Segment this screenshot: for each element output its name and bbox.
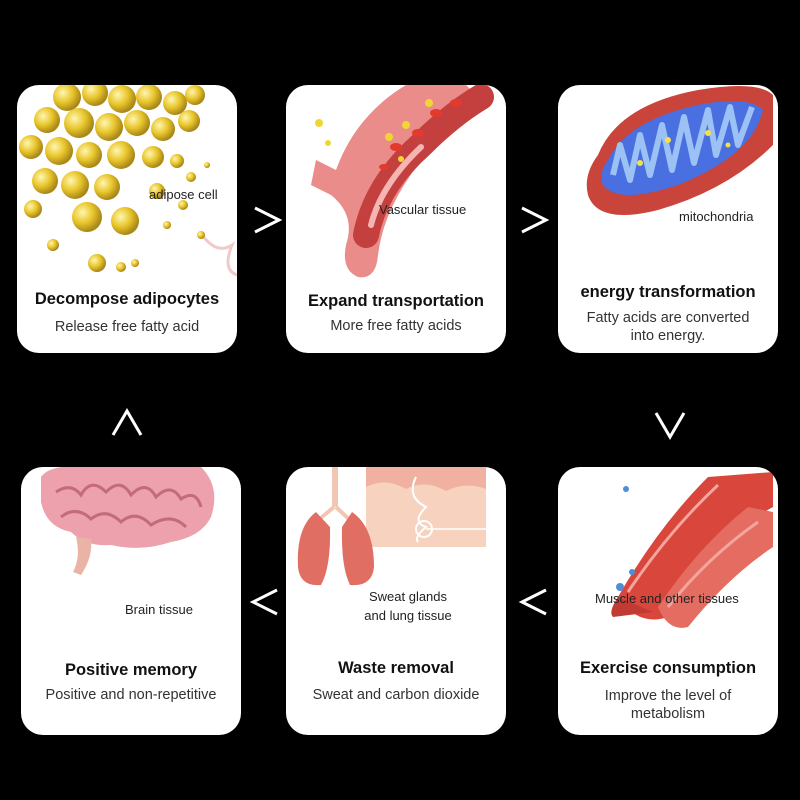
sweat-glands-label: Sweat glands and lung tissue (364, 589, 452, 623)
chevron-right-icon (521, 206, 550, 234)
card-title: Expand transportation (307, 292, 484, 310)
blood-vessel-illustration (311, 85, 494, 278)
card-title: Waste removal (338, 659, 454, 677)
chevron-left-icon (518, 588, 547, 616)
brain-tissue-label: Brain tissue (125, 602, 193, 617)
brain-illustration (41, 467, 215, 575)
card-positive-memory: Brain tissue Positive memory Positive an… (21, 467, 241, 735)
card-title: Positive memory (64, 661, 198, 679)
card-description: Improve the level of metabolism (604, 688, 732, 722)
card-title: energy transformation (580, 283, 756, 301)
card-description: Release free fatty acid (54, 319, 200, 335)
card-description: Fatty acids are converted into energy. (586, 310, 750, 344)
card-description: Sweat and carbon dioxide (312, 687, 480, 703)
muscle-tissues-label: Muscle and other tissues (595, 591, 739, 606)
vascular-tissue-label: Vascular tissue (379, 202, 467, 217)
card-description: Positive and non-repetitive (45, 687, 217, 703)
chevron-down-icon (654, 412, 686, 440)
fat-cells-illustration (19, 85, 237, 277)
card-title: Exercise consumption (579, 659, 757, 677)
card-energy-transformation: mitochondria energy transformation Fatty… (558, 85, 778, 353)
muscle-illustration (611, 472, 773, 628)
adipose-cell-label: adipose cell (149, 187, 218, 202)
card-title: Decompose adipocytes (34, 290, 220, 308)
card-exercise-consumption: Muscle and other tissues Exercise consum… (558, 467, 778, 735)
chevron-right-icon (254, 206, 283, 234)
card-expand-transportation: Vascular tissue Expand transportation Mo… (286, 85, 506, 353)
mitochondria-label: mitochondria (679, 209, 754, 224)
card-decompose-adipocytes: adipose cell Decompose adipocytes Releas… (17, 85, 237, 353)
chevron-up-icon (111, 408, 143, 436)
mitochondrion-illustration (586, 86, 773, 215)
chevron-left-icon (249, 588, 278, 616)
card-description: More free fatty acids (330, 318, 462, 334)
card-waste-removal: Sweat glands and lung tissue Waste remov… (286, 467, 506, 735)
lungs-and-skin-illustration (297, 467, 486, 586)
